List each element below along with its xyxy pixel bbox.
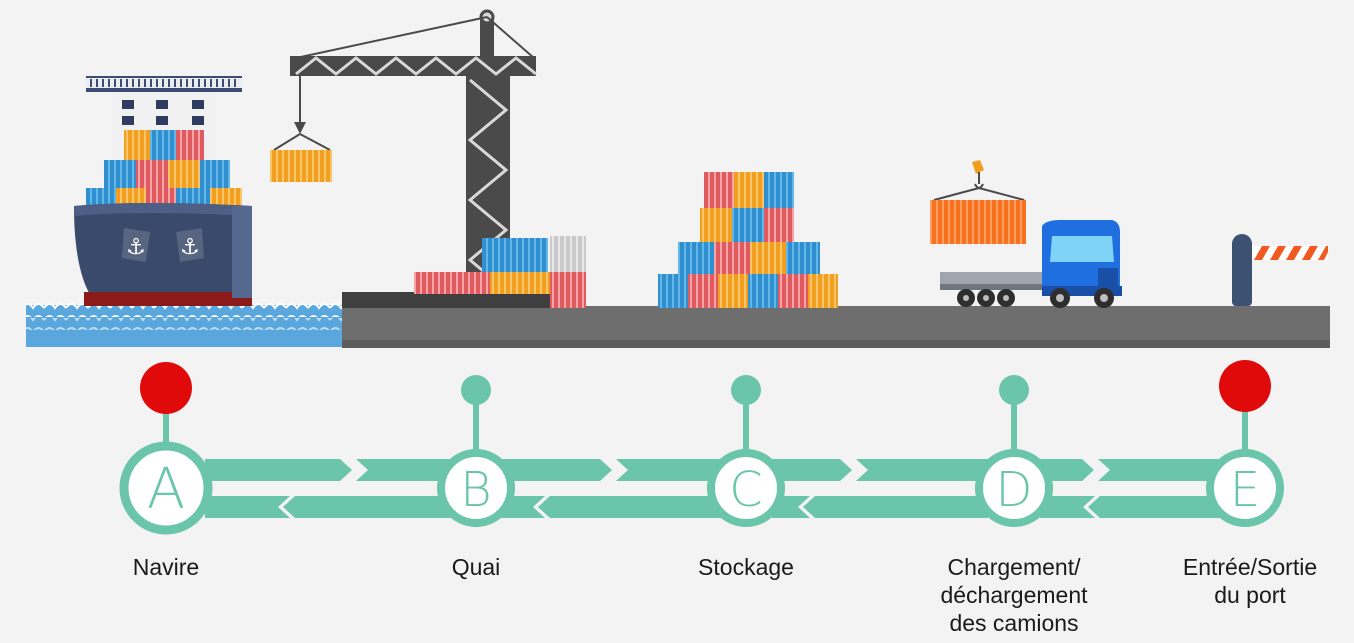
- stage-circle-a: [119, 441, 213, 535]
- truck-icon: [930, 160, 1122, 308]
- container-stack-icon: [658, 172, 838, 308]
- stage-letter-d: D: [996, 462, 1033, 518]
- stage-label-chargement: Chargement/ déchargement des camions: [940, 554, 1088, 636]
- stage-label-entree-sortie: Entrée/Sortie du port: [1182, 554, 1318, 608]
- station-e: E: [1206, 360, 1284, 527]
- stage-letter-c: C: [729, 462, 763, 518]
- ship-icon: [74, 76, 252, 306]
- station-d: D: [975, 375, 1053, 527]
- station-a: A: [119, 362, 213, 535]
- marker-dot-e: [1219, 360, 1271, 412]
- anchor-icon-2: ⚓: [176, 228, 204, 262]
- barrier-gate-icon: [1232, 234, 1328, 306]
- stage-letter-a: A: [147, 457, 185, 522]
- stage-label-stockage: Stockage: [698, 554, 794, 580]
- marker-dot-b: [461, 375, 491, 405]
- svg-text:⚓: ⚓: [126, 235, 146, 260]
- stage-circle-c: [707, 449, 785, 527]
- flow-connector: [205, 459, 1220, 518]
- stage-label-navire: Navire: [132, 554, 200, 580]
- quay-ground: [342, 306, 1330, 348]
- station-b: B: [437, 375, 515, 527]
- marker-dot-a: [140, 362, 192, 414]
- anchor-icon: ⚓: [122, 228, 150, 262]
- svg-text:⚓: ⚓: [180, 235, 200, 260]
- stage-letter-e: E: [1230, 462, 1260, 518]
- stage-letter-b: B: [460, 462, 491, 518]
- water: [26, 303, 346, 347]
- stage-label-quai: Quai: [451, 554, 501, 580]
- quay-containers: [414, 236, 586, 308]
- station-c: C: [707, 375, 785, 527]
- stage-circle-d: [975, 449, 1053, 527]
- marker-dot-c: [731, 375, 761, 405]
- stage-circle-b: [437, 449, 515, 527]
- marker-dot-d: [999, 375, 1029, 405]
- stage-circle-e: [1206, 449, 1284, 527]
